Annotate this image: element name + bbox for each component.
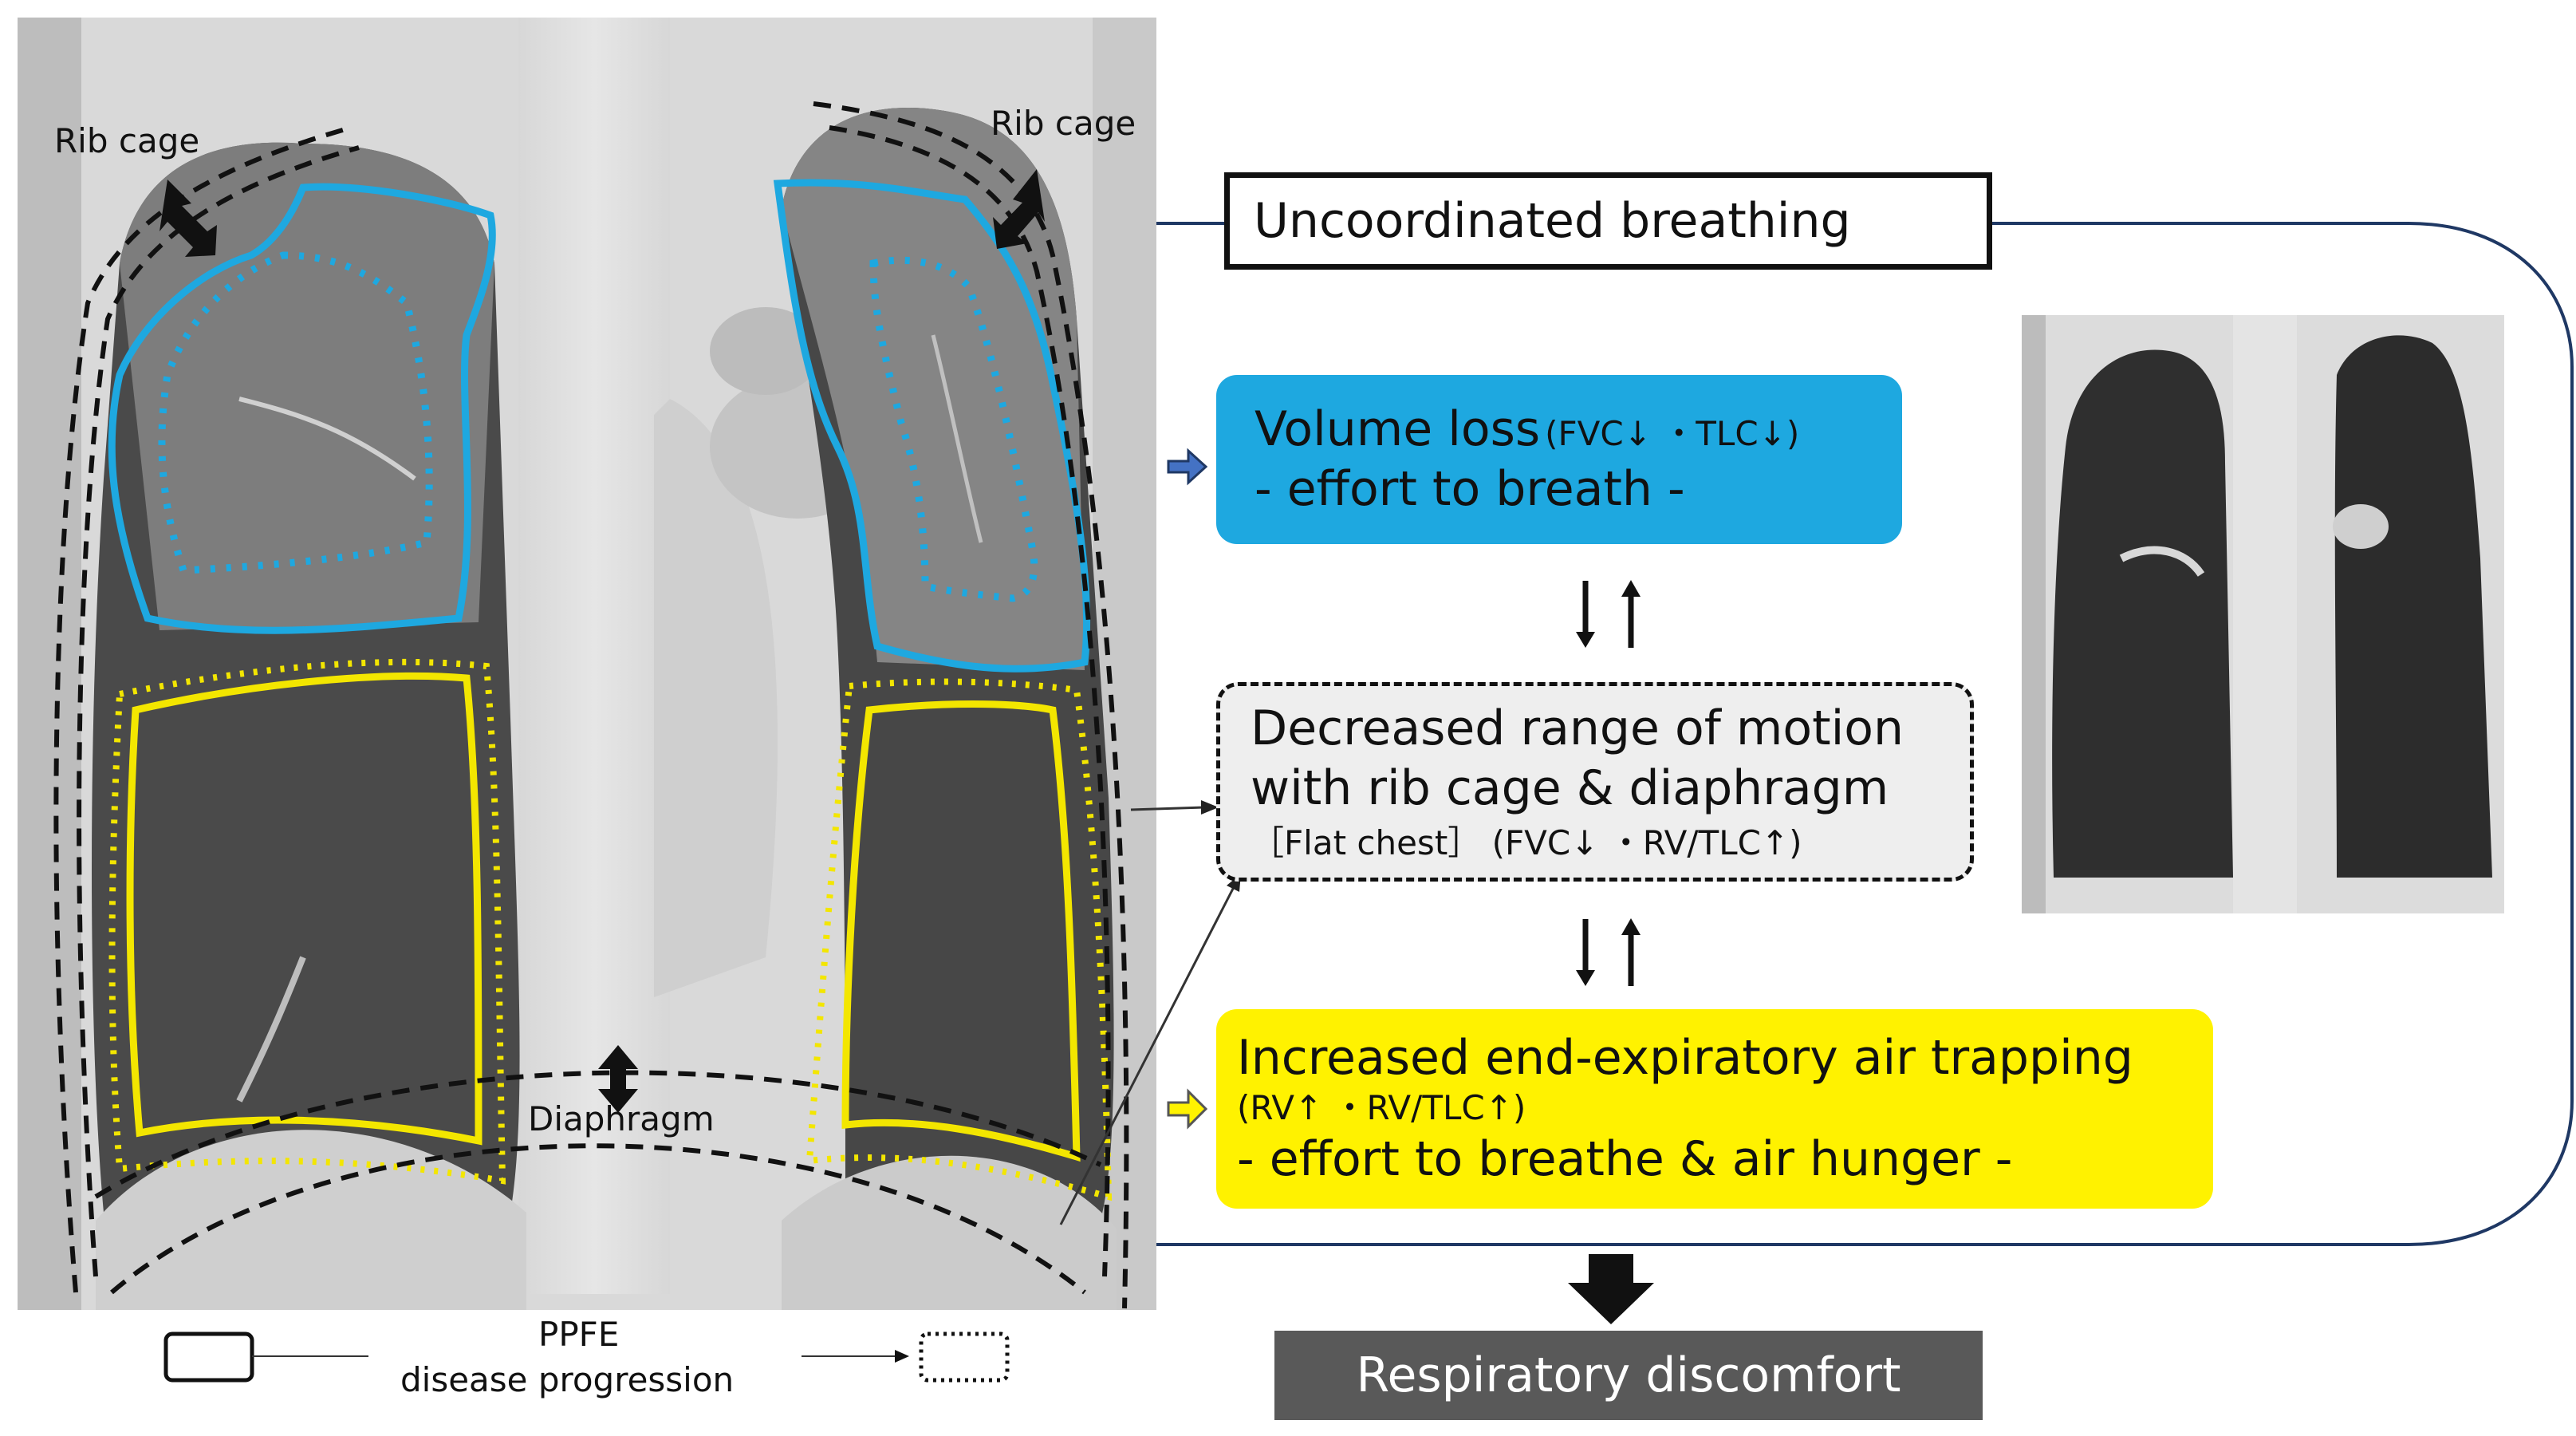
blue-small-arrow <box>1167 448 1208 486</box>
yellow-small-arrow <box>1167 1088 1208 1130</box>
down-arrow-to-outcome <box>1568 1254 1654 1324</box>
volume-loss-sub: - effort to breath - <box>1255 461 1685 517</box>
volume-loss-box: Volume loss(FVC↓ ・TLC↓) - effort to brea… <box>1216 375 1902 544</box>
outcome-respiratory-discomfort: Respiratory discomfort <box>1274 1331 1983 1420</box>
header-text: Uncoordinated breathing <box>1254 192 1851 249</box>
air-trapping-line2: (RV↑ ・RV/TLC↑) <box>1237 1087 1526 1127</box>
rib-cage-dashed-inner <box>77 145 360 1277</box>
diaphragm-double-arrow <box>598 1045 638 1113</box>
label-rib-cage-right: Rib cage <box>991 104 1136 143</box>
ct-inset-image <box>2022 315 2504 913</box>
air-trapping-line3: - effort to breathe & air hunger - <box>1237 1131 2013 1188</box>
legend-disease-progression: disease progression <box>400 1360 735 1399</box>
legend-ppfe: PPFE <box>538 1315 620 1354</box>
rib-cage-dashed-outer <box>53 125 352 1293</box>
rib-cage-dashed-outer-right <box>813 101 1129 1309</box>
air-trapping-box: Increased end-expiratory air trapping (R… <box>1216 1009 2213 1209</box>
spine <box>518 18 670 1294</box>
updown-arrows-1 <box>1576 580 1641 648</box>
blue-outline-right-dotted <box>158 251 433 574</box>
label-rib-cage-left: Rib cage <box>54 121 200 160</box>
volume-loss-params: (FVC↓ ・TLC↓) <box>1545 414 1800 453</box>
label-diaphragm: Diaphragm <box>528 1099 715 1138</box>
header-uncoordinated-breathing: Uncoordinated breathing <box>1224 172 1992 270</box>
blue-outline-right-solid <box>108 183 496 634</box>
yellow-outline-left-solid <box>841 700 1081 1162</box>
diaphragm-dashed-upper <box>94 1070 1102 1199</box>
volume-loss-title: Volume loss <box>1255 401 1541 457</box>
blue-outline-left-solid <box>773 179 1091 673</box>
rib-cage-double-arrow-left <box>160 180 217 257</box>
flow-frame <box>1156 222 2574 1246</box>
rom-line3: ［Flat chest］ (FVC↓ ・RV/TLC↑) <box>1251 823 1802 862</box>
blue-outline-left-dotted <box>869 256 1038 602</box>
rom-line1: Decreased range of motion <box>1251 700 1904 756</box>
rom-line2: with rib cage & diaphragm <box>1251 759 1889 816</box>
yellow-outline-left-dotted <box>805 678 1113 1201</box>
rib-cage-dashed-inner-right <box>829 125 1111 1277</box>
range-of-motion-box: Decreased range of motion with rib cage … <box>1216 682 1974 882</box>
legend-dotted-box <box>919 1331 1010 1383</box>
outcome-text: Respiratory discomfort <box>1356 1347 1901 1403</box>
air-trapping-line1: Increased end-expiratory air trapping <box>1237 1029 2133 1086</box>
legend-solid-box <box>163 1331 254 1383</box>
updown-arrows-2 <box>1576 918 1641 986</box>
yellow-outline-right-dotted <box>108 658 506 1185</box>
yellow-outline-right-solid <box>126 672 483 1146</box>
rib-cage-double-arrow-right <box>993 169 1045 249</box>
